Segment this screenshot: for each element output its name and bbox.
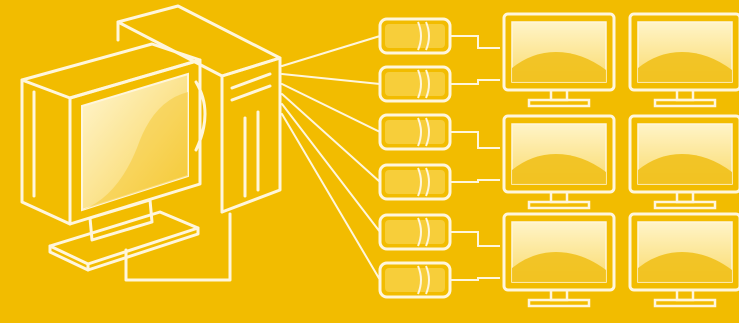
monitor-icon — [502, 114, 616, 210]
fan-out-cables — [281, 35, 381, 281]
converter-link — [450, 79, 500, 85]
monitor-icon — [628, 212, 739, 308]
converter-link — [450, 131, 500, 149]
converter-link — [450, 35, 500, 49]
converter-link — [450, 277, 500, 281]
monitor-wall — [502, 12, 739, 308]
converter-to-monitor-links — [450, 35, 500, 281]
converter-icon — [378, 17, 452, 55]
monitor-icon — [502, 12, 616, 108]
converter-icon — [378, 163, 452, 201]
computer-icon — [20, 4, 282, 282]
converter-link — [450, 231, 500, 247]
monitor-icon — [502, 212, 616, 308]
desk-cable — [124, 212, 232, 282]
converter-icon — [378, 213, 452, 251]
converter-link — [450, 179, 500, 183]
monitor-icon — [628, 114, 739, 210]
monitor-icon — [628, 12, 739, 108]
pc-monitor-icon — [20, 42, 202, 272]
converter-icon — [378, 261, 452, 299]
converter-icon — [378, 65, 452, 103]
converter-icon — [378, 113, 452, 151]
